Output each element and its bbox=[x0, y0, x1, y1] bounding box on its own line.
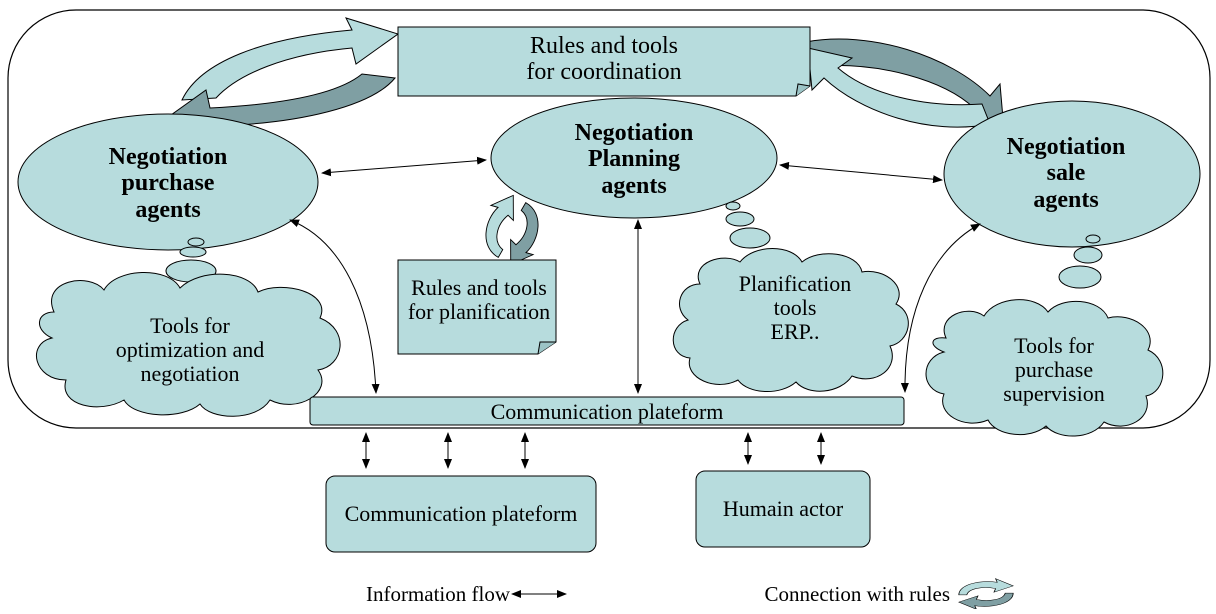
purchase-agents-label: Negotiation purchase agents bbox=[60, 144, 276, 223]
coordination-arrows-right-icon bbox=[805, 38, 1005, 131]
sale-agents-line3: agents bbox=[1033, 186, 1099, 213]
legend-information-flow: Information flow bbox=[360, 582, 510, 606]
optimization-line1: Tools for bbox=[150, 313, 230, 338]
optimization-line3: negotiation bbox=[140, 361, 240, 387]
flow-arrow-purchase-platform bbox=[289, 219, 380, 394]
connection-with-rules-legend-icon bbox=[958, 578, 1014, 610]
communication-platform-bar bbox=[309, 396, 905, 426]
thought-bubble-middle bbox=[725, 211, 755, 227]
planning-agents-line3: agents bbox=[601, 172, 667, 199]
communication-box-text: Communication plateform bbox=[344, 501, 578, 526]
flow-arrow-purchase-planning bbox=[321, 156, 487, 177]
system-boundary bbox=[7, 9, 1211, 429]
planification-tools-line2: tools bbox=[773, 295, 817, 321]
purchase-agents-line3: agents bbox=[135, 196, 201, 223]
communication-platform-box bbox=[325, 475, 597, 553]
thought-bubble-middle bbox=[725, 201, 741, 211]
purchase-agents-line1: Negotiation bbox=[108, 144, 228, 170]
thought-bubble-middle bbox=[729, 227, 771, 249]
thought-bubble-left bbox=[179, 246, 207, 258]
supervision-line3: supervision bbox=[1003, 381, 1105, 407]
communication-platform-bar-label: Communication plateform bbox=[310, 399, 904, 424]
optimization-cloud-label: Tools for optimization and negotiation bbox=[60, 313, 320, 387]
flow-arrow-sale-platform bbox=[900, 223, 981, 393]
purchase-agents-ellipse bbox=[17, 113, 319, 251]
planification-cloud-label: Planification tools ERP.. bbox=[700, 271, 890, 345]
optimization-line2: optimization and bbox=[115, 337, 265, 363]
supervision-cloud-label: Tools for purchase supervision bbox=[954, 333, 1154, 407]
planification-note-label: Rules and tools for planification bbox=[398, 275, 560, 325]
planification-tools-line1: Planification bbox=[738, 271, 852, 296]
thought-bubble-right bbox=[1073, 246, 1103, 264]
legend-connection-with-rules: Connection with rules bbox=[760, 582, 950, 606]
planification-tools-line3: ERP.. bbox=[770, 319, 820, 345]
sale-agents-line1: Negotiation bbox=[1006, 134, 1126, 160]
coordination-line2: for coordination bbox=[526, 59, 682, 86]
legend-connection-with-rules-text: Connection with rules bbox=[764, 582, 950, 606]
legend-information-flow-text: Information flow bbox=[365, 582, 510, 606]
purchase-agents-line2: purchase bbox=[121, 170, 215, 197]
planning-agents-label: Negotiation Planning agents bbox=[524, 120, 744, 199]
planification-cloud bbox=[672, 248, 909, 393]
sale-agents-label: Negotiation sale agents bbox=[966, 134, 1166, 213]
planification-note-line1: Rules and tools bbox=[411, 275, 547, 300]
planification-note-line2: for planification bbox=[407, 299, 551, 325]
coordination-box-label: Rules and tools for coordination bbox=[398, 33, 810, 86]
supervision-line1: Tools for bbox=[1014, 333, 1094, 358]
planning-agents-ellipse bbox=[490, 97, 778, 219]
thought-bubble-right bbox=[1058, 265, 1102, 289]
human-actor-box-label: Humain actor bbox=[696, 496, 870, 521]
coordination-line1: Rules and tools bbox=[530, 33, 678, 59]
sale-agents-line2: sale bbox=[1046, 160, 1086, 187]
supervision-line2: purchase bbox=[1014, 357, 1094, 383]
human-actor-text: Humain actor bbox=[722, 496, 844, 521]
communication-platform-box-label: Communication plateform bbox=[326, 501, 596, 526]
flow-arrow-planning-sale bbox=[779, 161, 943, 184]
thought-bubble-right bbox=[1085, 234, 1101, 244]
human-actor-box bbox=[695, 470, 871, 548]
sale-agents-ellipse bbox=[943, 100, 1201, 248]
thought-bubble-left bbox=[187, 237, 205, 247]
platform-bar-text: Communication plateform bbox=[490, 399, 724, 424]
planning-agents-line2: Planning bbox=[587, 146, 681, 173]
planning-agents-line1: Negotiation bbox=[574, 120, 694, 146]
